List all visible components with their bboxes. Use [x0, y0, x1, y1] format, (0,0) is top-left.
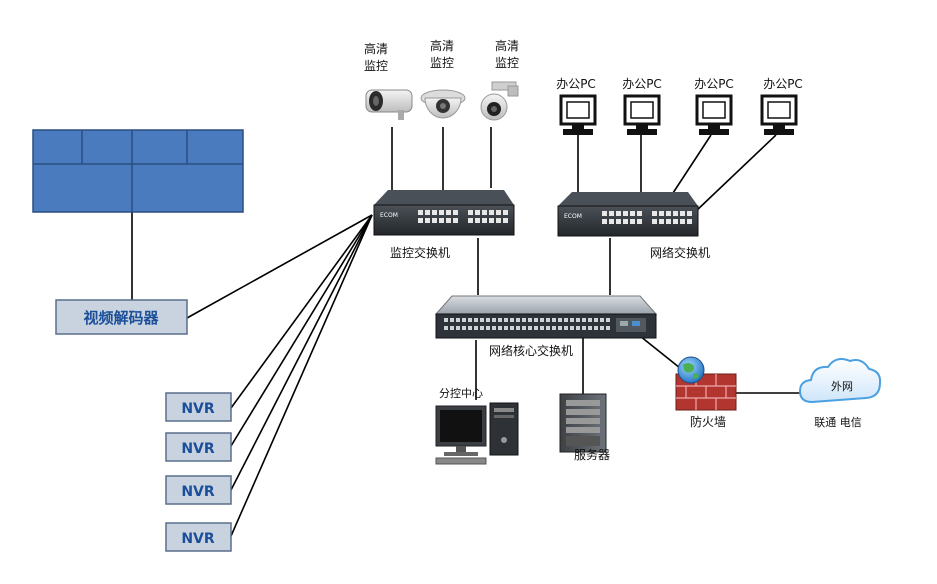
office-pc-4-label: 办公PC [763, 76, 803, 91]
internet-sublabel: 联通 电信 [814, 416, 862, 429]
office-pc-3-label: 办公PC [694, 76, 734, 91]
bullet-camera-icon [365, 89, 413, 120]
monitor-icon [695, 94, 733, 135]
monitor-icon [623, 94, 661, 135]
office-pc-1: 办公PC [556, 76, 597, 135]
camera-1-label-line2: 监控 [364, 59, 388, 73]
nvr-4: NVR [165, 522, 232, 552]
monitor-switch: ECOM 监控交换机 [373, 190, 515, 260]
video-wall-frame [32, 129, 244, 213]
monitor-icon [760, 94, 798, 135]
link-decoder-monitor-switch [186, 214, 373, 319]
firewall: 防火墙 [675, 356, 737, 429]
link-nvr2-monitor-switch [230, 214, 373, 447]
branch-center-label: 分控中心 [439, 386, 483, 400]
tower-server-icon [559, 393, 607, 453]
video-decoder: 视频解码器 [55, 299, 188, 335]
network-switch-label: 网络交换机 [650, 245, 710, 260]
nvr-2: NVR [165, 432, 232, 462]
nvr-3: NVR [165, 475, 232, 505]
camera-1-label-line1: 高清 [364, 41, 388, 56]
camera-3-label-line2: 监控 [495, 56, 519, 70]
camera-3-label-line1: 高清 [495, 38, 519, 53]
nvr-1: NVR [165, 392, 232, 422]
link-nvr4-monitor-switch [230, 214, 373, 537]
core-switch: 网络核心交换机 [434, 295, 658, 358]
internet: 外网 联通 电信 [798, 358, 882, 429]
office-pc-4: 办公PC [760, 76, 803, 135]
link-pc4-network-switch [694, 134, 777, 213]
nvr-1-label: NVR [181, 401, 215, 417]
cloud-icon [798, 358, 882, 404]
camera-2: 高清 监控 [420, 38, 466, 119]
video-decoder-box [55, 299, 188, 335]
internet-label: 外网 [831, 380, 853, 393]
camera-2-label-line2: 监控 [430, 56, 454, 70]
firewall-label: 防火墙 [690, 414, 726, 429]
video-decoder-label: 视频解码器 [83, 309, 159, 327]
core-switch-label: 网络核心交换机 [489, 343, 573, 358]
office-pc-1-label: 办公PC [556, 76, 596, 91]
video-wall [32, 129, 244, 213]
branch-center: 分控中心 [435, 386, 519, 465]
camera-2-label-line1: 高清 [430, 38, 454, 53]
office-pc-2: 办公PC [622, 76, 662, 135]
link-nvr1-monitor-switch [230, 214, 373, 409]
nvr-4-label: NVR [181, 531, 215, 547]
server-label: 服务器 [574, 447, 610, 462]
monitor-switch-brand: ECOM [380, 212, 398, 219]
connection-lines [131, 127, 803, 537]
monitor-switch-label: 监控交换机 [390, 245, 450, 260]
monitor-icon [559, 94, 597, 135]
server: 服务器 [559, 393, 610, 462]
ptz-camera-icon [480, 81, 519, 121]
link-pc3-network-switch [672, 134, 712, 194]
brick-wall-icon [675, 373, 737, 411]
dome-camera-icon [420, 89, 466, 119]
camera-3: 高清 监控 [480, 38, 519, 121]
network-switch-brand: ECOM [564, 213, 582, 220]
camera-1: 高清 监控 [364, 41, 413, 120]
nvr-3-label: NVR [181, 484, 215, 500]
link-nvr3-monitor-switch [230, 214, 373, 491]
desktop-computer-icon [435, 402, 519, 465]
nvr-2-label: NVR [181, 441, 215, 457]
globe-icon [677, 356, 705, 384]
office-pc-2-label: 办公PC [622, 76, 662, 91]
office-pc-3: 办公PC [694, 76, 734, 135]
network-switch: ECOM 网络交换机 [557, 192, 710, 260]
